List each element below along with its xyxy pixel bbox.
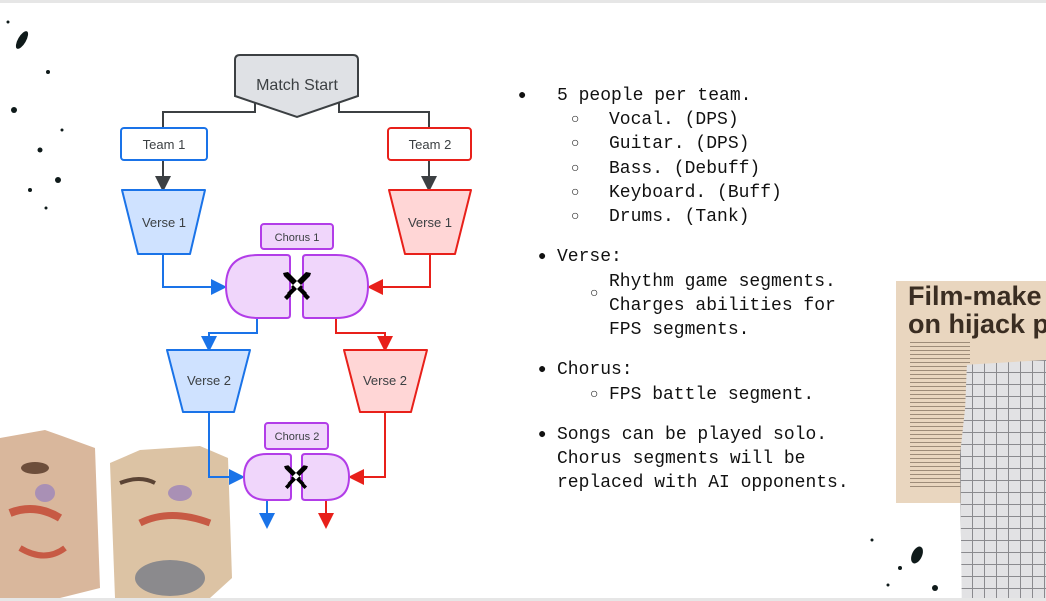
bullet-icon: ●	[518, 88, 527, 104]
team-2-verse-2-label: Verse 2	[363, 373, 407, 388]
team-1-label: Team 1	[143, 137, 186, 152]
match-start-node: Match Start	[234, 54, 359, 119]
verse-line: Rhythm game segments.	[609, 272, 836, 292]
bullet-icon: ●	[538, 249, 547, 265]
circle-bullet-icon: ○	[571, 161, 580, 177]
chorus-2-label-node: Chorus 2	[264, 422, 329, 450]
circle-bullet-icon: ○	[590, 387, 599, 403]
circle-bullet-icon: ○	[571, 209, 580, 225]
role-item: Bass. (Debuff)	[609, 159, 761, 179]
match-start-label: Match Start	[256, 77, 338, 94]
role-item: Vocal. (DPS)	[609, 110, 739, 130]
circle-bullet-icon: ○	[571, 112, 580, 128]
team-1-verse-1-label: Verse 1	[142, 215, 186, 230]
chorus-1-label: Chorus 1	[275, 232, 320, 244]
chorus-2-label: Chorus 2	[275, 431, 320, 443]
chorus-1-battle-node	[224, 254, 370, 319]
chorus-heading: Chorus:	[557, 360, 633, 380]
team-2-verse-1-label: Verse 1	[408, 215, 452, 230]
circle-bullet-icon: ○	[590, 286, 599, 302]
solo-line: Songs can be played solo.	[557, 425, 828, 445]
chorus-1-label-node: Chorus 1	[260, 223, 334, 250]
team-2-label: Team 2	[409, 137, 452, 152]
graph-paper-image	[960, 360, 1046, 598]
verse-line: FPS segments.	[609, 320, 750, 340]
circle-bullet-icon: ○	[571, 136, 580, 152]
solo-line: Chorus segments will be	[557, 449, 806, 469]
bullet-icon: ●	[538, 362, 547, 378]
role-item: Drums. (Tank)	[609, 207, 750, 227]
verse-heading: Verse:	[557, 247, 622, 267]
slide-top-border	[0, 0, 1046, 3]
roles-heading: 5 people per team.	[557, 86, 752, 106]
team-1-node: Team 1	[120, 127, 208, 161]
team-2-verse-2-node: Verse 2	[343, 349, 428, 413]
newspaper-body-text	[910, 339, 970, 489]
chorus-line: FPS battle segment.	[609, 385, 815, 405]
painted-faces-image	[0, 430, 232, 598]
newspaper-headline-2: on hijack p	[908, 309, 1046, 339]
team-2-verse-1-node: Verse 1	[388, 189, 472, 255]
team-1-verse-2-node: Verse 2	[166, 349, 251, 413]
team-2-node: Team 2	[387, 127, 472, 161]
team-1-verse-1-node: Verse 1	[121, 189, 206, 255]
chorus-2-battle-node	[242, 453, 351, 501]
role-item: Guitar. (DPS)	[609, 134, 750, 154]
bullet-icon: ●	[538, 427, 547, 443]
circle-bullet-icon: ○	[571, 185, 580, 201]
role-item: Keyboard. (Buff)	[609, 183, 782, 203]
team-1-verse-2-label: Verse 2	[187, 373, 231, 388]
solo-line: replaced with AI opponents.	[557, 473, 849, 493]
newspaper-headline-1: Film-make	[908, 281, 1042, 311]
verse-line: Charges abilities for	[609, 296, 836, 316]
slide-bottom-border	[0, 598, 1046, 601]
